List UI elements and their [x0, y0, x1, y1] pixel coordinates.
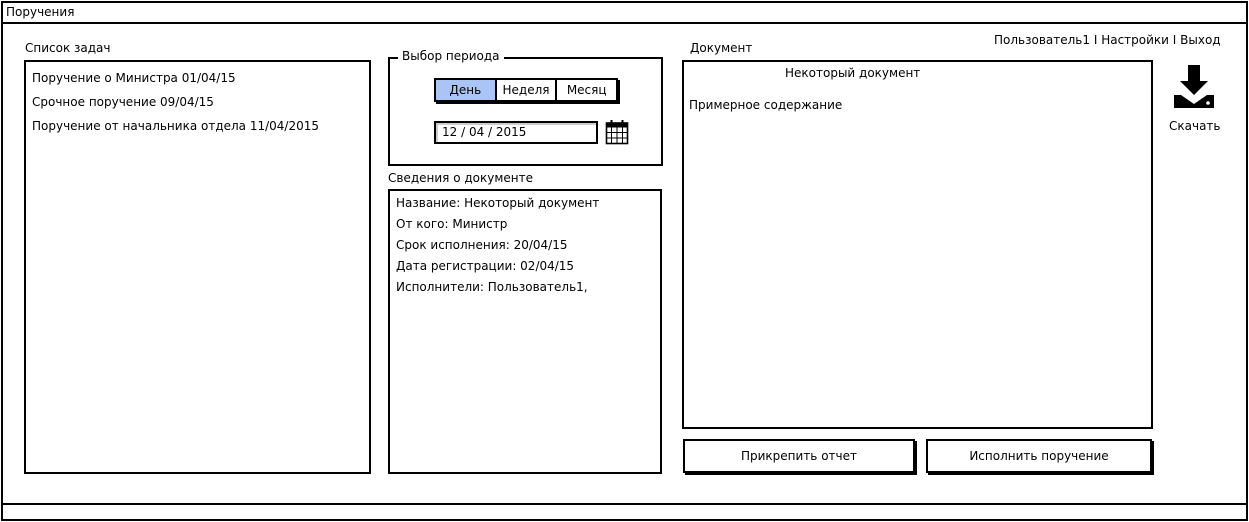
user-bar: Пользователь1 I Настройки I Выход [994, 33, 1221, 47]
document-info-label: Сведения о документе [388, 171, 533, 185]
settings-link[interactable]: Настройки [1101, 33, 1169, 47]
info-item-title: Название: Некоторый документ [396, 196, 600, 210]
document-title: Некоторый документ [785, 66, 921, 80]
segment-day[interactable]: День [436, 80, 497, 100]
task-list[interactable]: Поручение о Министра 01/04/15 Срочное по… [24, 60, 371, 474]
download-tray-icon[interactable] [1171, 64, 1217, 110]
user-name-link[interactable]: Пользователь1 [994, 33, 1091, 47]
segment-month[interactable]: Месяц [566, 83, 607, 97]
window-titlebar: Поручения [1, 1, 1248, 24]
document-content: Примерное содержание [689, 98, 843, 112]
task-list-item[interactable]: Срочное поручение 09/04/15 [32, 95, 214, 109]
document-viewer [682, 60, 1153, 429]
period-legend: Выбор периода [398, 49, 504, 63]
info-item-deadline: Срок исполнения: 20/04/15 [396, 238, 568, 252]
task-list-item[interactable]: Поручение от начальника отдела 11/04/201… [32, 119, 320, 133]
info-item-from: От кого: Министр [396, 217, 508, 231]
segment-week[interactable]: Неделя [497, 80, 558, 100]
attach-report-button[interactable]: Прикрепить отчет [683, 439, 915, 473]
window-title: Поручения [6, 5, 75, 19]
task-list-item[interactable]: Поручение о Министра 01/04/15 [32, 71, 236, 85]
logout-link[interactable]: Выход [1180, 33, 1221, 47]
download-label[interactable]: Скачать [1169, 119, 1221, 133]
document-info-panel: Название: Некоторый документ От кого: Ми… [388, 189, 662, 474]
info-item-registration: Дата регистрации: 02/04/15 [396, 259, 575, 273]
calendar-icon[interactable] [605, 119, 629, 145]
date-input[interactable]: 12 / 04 / 2015 [434, 121, 598, 144]
task-list-label: Список задач [25, 41, 111, 55]
period-fieldset [388, 57, 663, 166]
user-bar-separator: I [1168, 33, 1181, 47]
document-label: Документ [690, 41, 753, 55]
period-segmented-control: День Неделя Месяц [434, 78, 618, 102]
user-bar-separator: I [1090, 33, 1102, 47]
info-item-executors: Исполнители: Пользователь1, [396, 280, 588, 294]
status-bar-divider [1, 503, 1248, 505]
execute-order-button[interactable]: Исполнить поручение [926, 439, 1152, 473]
